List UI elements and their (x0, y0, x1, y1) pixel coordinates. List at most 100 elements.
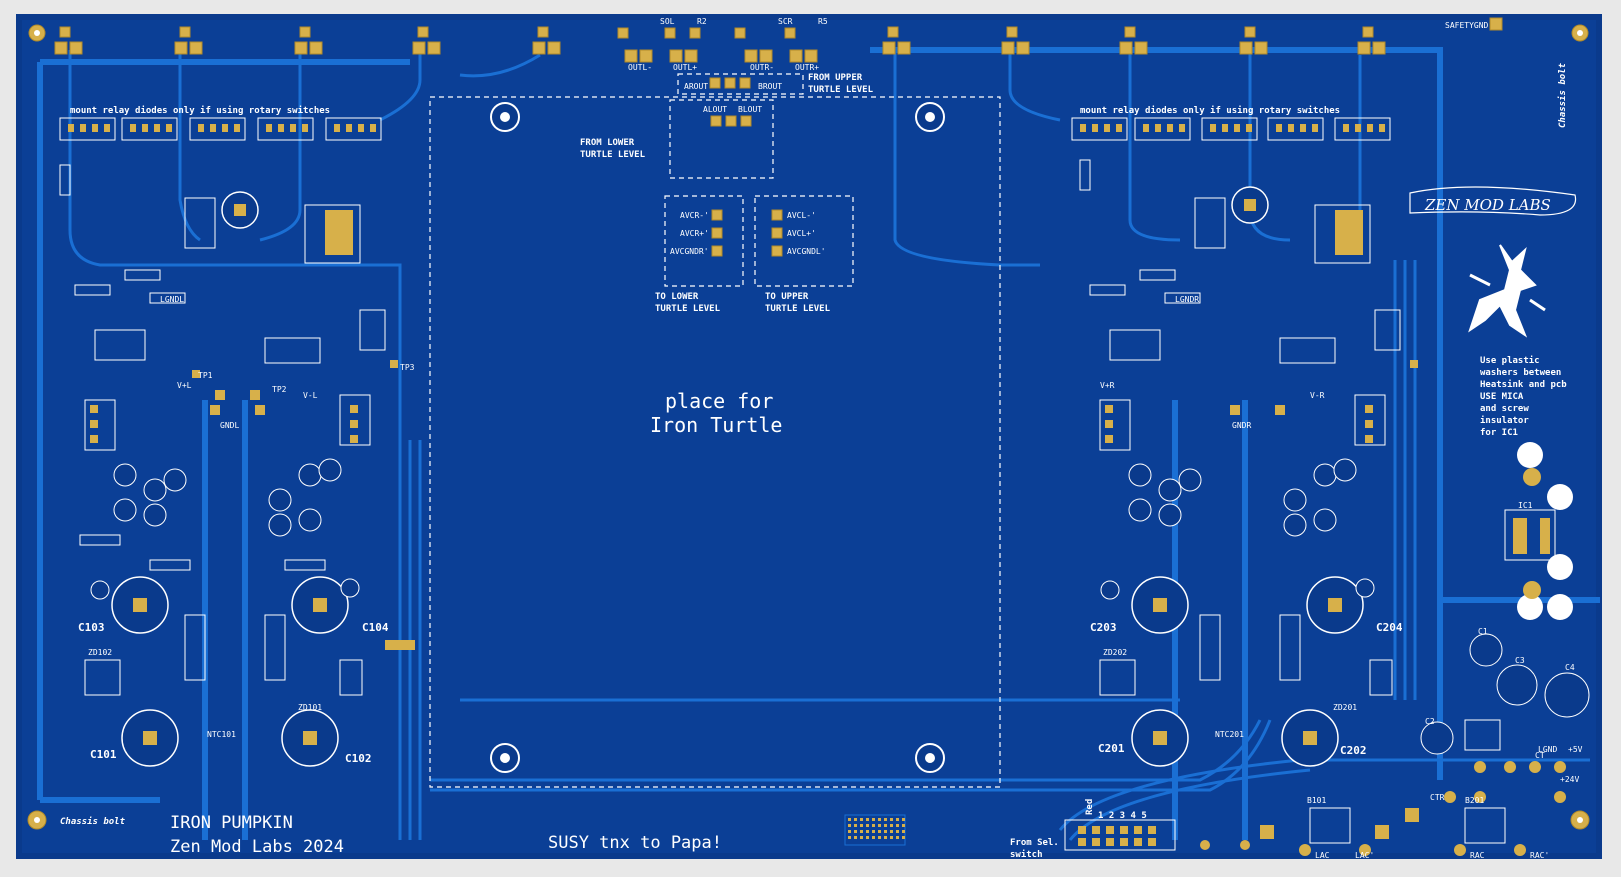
turtle-pads (709, 77, 783, 257)
pin-numbers-label: 1 2 3 4 5 (1098, 811, 1147, 821)
label-ctr: CTR (1430, 793, 1445, 802)
washer-note-1: washers between (1480, 368, 1561, 378)
grid-pad (848, 836, 851, 839)
from-lower-label: FROM LOWER (580, 138, 635, 148)
zen-mod-labs-logo: ZEN MOD LABS (1409, 186, 1577, 216)
label-tp3: TP3 (400, 363, 415, 372)
upper-turtle-box (677, 73, 804, 95)
label-b201: B201 (1465, 796, 1484, 805)
pin-label-r5: R5 (818, 17, 828, 26)
pad-label-brout: BROUT (758, 82, 782, 91)
turtle-level-label-2: TURTLE LEVEL (580, 150, 646, 160)
to-lower-box (664, 195, 744, 287)
washer-note-6: for IC1 (1480, 428, 1518, 438)
left-channel-components (59, 164, 415, 767)
label-v-minus-r: V-R (1310, 391, 1325, 400)
washer-note-2: Heatsink and pcb (1480, 379, 1567, 390)
pad-label-avcl-plus: AVCL+' (787, 229, 816, 238)
label-ntc101: NTC101 (207, 730, 236, 739)
grid-pad (890, 830, 893, 833)
grid-pad (884, 818, 887, 821)
label-lac: LAC (1315, 851, 1330, 860)
grid-pad (848, 824, 851, 827)
logo-text: ZEN MOD LABS (1424, 196, 1551, 214)
label-b101: B101 (1307, 796, 1326, 805)
cap-label-c201: C201 (1098, 742, 1125, 755)
label-tp2: TP2 (272, 385, 287, 394)
from-sel-label: From Sel. (1010, 838, 1059, 848)
label-c3: C3 (1515, 656, 1525, 665)
cap-label-c102: C102 (345, 752, 372, 765)
right-channel-components (1079, 159, 1418, 767)
psu-area (844, 442, 1590, 856)
grid-pad (848, 830, 851, 833)
pad-label-avcr-plus: AVCR+' (680, 229, 709, 238)
grid-pad (854, 836, 857, 839)
grid-pad (872, 824, 875, 827)
pin-label-scr: SCR (778, 17, 793, 26)
to-lower-label: TO LOWER (655, 292, 699, 302)
signal-traces (68, 50, 1590, 841)
washer-note-0: Use plastic (1480, 355, 1540, 366)
pad-label-avcgndl: AVCGNDL' (787, 247, 826, 256)
place-for-label: place for (665, 389, 773, 413)
top-connectors (54, 17, 1503, 63)
zen-mod-labs-2024-title: Zen Mod Labs 2024 (170, 837, 344, 857)
grid-pad (878, 824, 881, 827)
pin-label-outr-plus: OUTR+ (795, 63, 819, 72)
label-zd102: ZD102 (88, 648, 112, 657)
red-label: Red (1085, 799, 1095, 815)
label-zd101: ZD101 (298, 703, 322, 712)
grid-pad (902, 824, 905, 827)
from-upper-label: FROM UPPER (808, 73, 863, 83)
label-c1: C1 (1478, 627, 1488, 636)
pin-label-sol: SOL (660, 17, 675, 26)
label-lgndl: LGNDL (160, 295, 184, 304)
relay-note-right: mount relay diodes only if using rotary … (1080, 105, 1340, 116)
label-v-plus-r: V+R (1100, 381, 1115, 390)
grid-pad (884, 830, 887, 833)
silkscreen-text: mount relay diodes only if using rotary … (60, 17, 1583, 860)
grid-pad (872, 830, 875, 833)
grid-pad (896, 824, 899, 827)
label-gndl: GNDL (220, 421, 239, 430)
washer-note-3: USE MICA (1480, 392, 1524, 402)
label-lac-prime: LAC' (1355, 851, 1374, 860)
label-ic1: IC1 (1518, 501, 1533, 510)
switch-label: switch (1010, 849, 1043, 860)
relay-note-left: mount relay diodes only if using rotary … (70, 105, 330, 116)
label-v-plus-l: V+L (177, 381, 192, 390)
grid-pad (866, 818, 869, 821)
relay-row-left (59, 117, 1391, 141)
grid-pad (896, 818, 899, 821)
label-plus-24v: +24V (1560, 775, 1579, 784)
iron-pumpkin-title: IRON PUMPKIN (170, 813, 293, 833)
pad-label-alout: ALOUT (703, 105, 727, 114)
pin-label-outl-minus: OUTL- (628, 63, 652, 72)
grid-pad (896, 836, 899, 839)
grid-pad (884, 824, 887, 827)
pad-label-avcr-minus: AVCR-' (680, 211, 709, 220)
cap-label-c204: C204 (1376, 621, 1403, 634)
label-c2: C2 (1425, 717, 1435, 726)
grid-pad (866, 824, 869, 827)
mounting-holes (27, 24, 1590, 830)
grid-pad (878, 836, 881, 839)
pin-label-outr-minus: OUTR- (750, 63, 774, 72)
label-gndr: GNDR (1232, 421, 1251, 430)
to-upper-label: TO UPPER (765, 292, 809, 302)
chassis-bolt-bottom-label: Chassis bolt (60, 816, 126, 827)
coyote-mascot-icon (1468, 244, 1546, 338)
grid-pad (902, 818, 905, 821)
pad-label-arout: AROUT (684, 82, 708, 91)
grid-pad (854, 830, 857, 833)
pad-label-blout: BLOUT (738, 105, 762, 114)
turtle-level-label-1: TURTLE LEVEL (808, 85, 874, 95)
grid-pad (884, 836, 887, 839)
washer-note-4: and screw (1480, 404, 1529, 414)
label-plus-5v: +5V (1568, 745, 1583, 754)
grid-pad (878, 830, 881, 833)
label-ct: CT (1535, 751, 1545, 760)
